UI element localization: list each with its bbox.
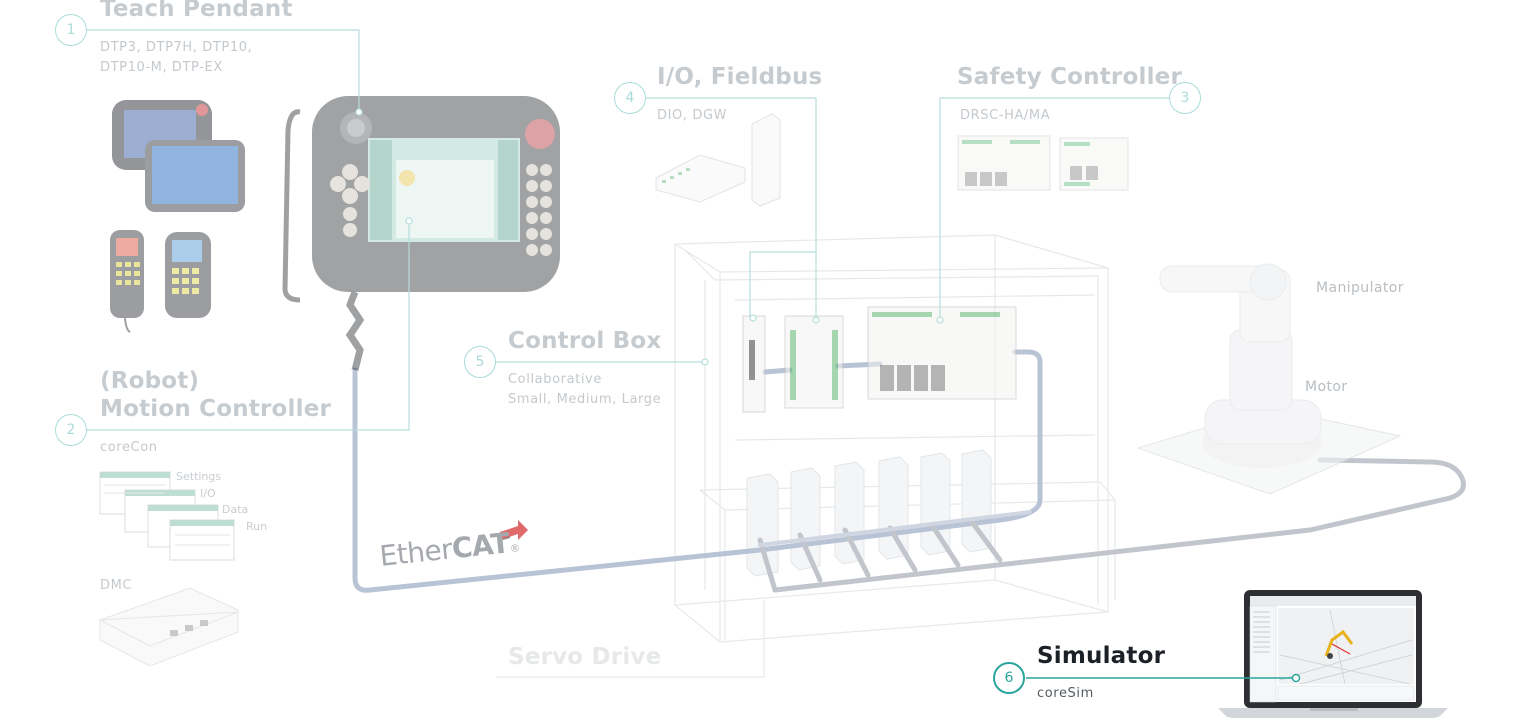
badge-3: 3 xyxy=(1169,82,1201,114)
safety-controller-boards xyxy=(957,135,1129,191)
io-fieldbus-title: I/O, Fieldbus xyxy=(657,64,823,90)
ethercat-registered-mark: ® xyxy=(509,543,521,556)
motion-controller-title-1: (Robot) xyxy=(100,368,200,394)
simulator-title: Simulator xyxy=(1037,643,1166,669)
screen-label-data: Data xyxy=(222,503,249,516)
simulator-sub: coreSim xyxy=(1037,686,1094,701)
ethercat-arrow-mark xyxy=(496,520,528,542)
badge-2: 2 xyxy=(55,414,87,446)
badge-5: 5 xyxy=(464,346,496,378)
badge-1: 1 xyxy=(55,14,87,46)
dmc-controller xyxy=(98,587,239,667)
control-box-wireframe xyxy=(674,234,1116,643)
badge-4: 4 xyxy=(614,82,646,114)
corecon-screens xyxy=(99,471,235,561)
simulator-laptop xyxy=(1218,590,1448,718)
safety-controller-title: Safety Controller xyxy=(957,64,1182,90)
control-box-sub-1: Collaborative xyxy=(508,372,602,387)
control-box-sub-2: Small, Medium, Large xyxy=(508,392,662,407)
robot-manipulator xyxy=(1136,263,1402,495)
control-box-modules xyxy=(742,306,1017,413)
motion-controller-title-2: Motion Controller xyxy=(100,396,332,422)
teach-pendant-large xyxy=(282,96,560,371)
safety-controller-sub: DRSC-HA/MA xyxy=(960,108,1051,123)
motor-label: Motor xyxy=(1305,379,1348,395)
teach-pendant-variants xyxy=(110,100,245,333)
screen-label-io: I/O xyxy=(200,487,216,500)
io-modules xyxy=(655,113,781,207)
motion-controller-sub: coreCon xyxy=(100,440,158,455)
teach-pendant-models-2: DTP10-M, DTP-EX xyxy=(100,60,223,75)
connector-lines xyxy=(55,29,1170,431)
dmc-label: DMC xyxy=(100,578,133,593)
ethercat-logo-bold: CAT xyxy=(450,526,512,566)
robot-cable xyxy=(757,457,1466,593)
control-box-title: Control Box xyxy=(508,328,662,354)
screen-label-run: Run xyxy=(246,520,268,533)
io-fieldbus-sub: DIO, DGW xyxy=(657,108,728,123)
teach-pendant-title: Teach Pendant xyxy=(100,0,293,22)
teach-pendant-models-1: DTP3, DTP7H, DTP10, xyxy=(100,40,253,55)
screen-label-settings: Settings xyxy=(176,470,222,483)
badge-6: 6 xyxy=(993,662,1025,694)
manipulator-label: Manipulator xyxy=(1316,280,1404,296)
servo-drive-title: Servo Drive xyxy=(508,644,662,670)
